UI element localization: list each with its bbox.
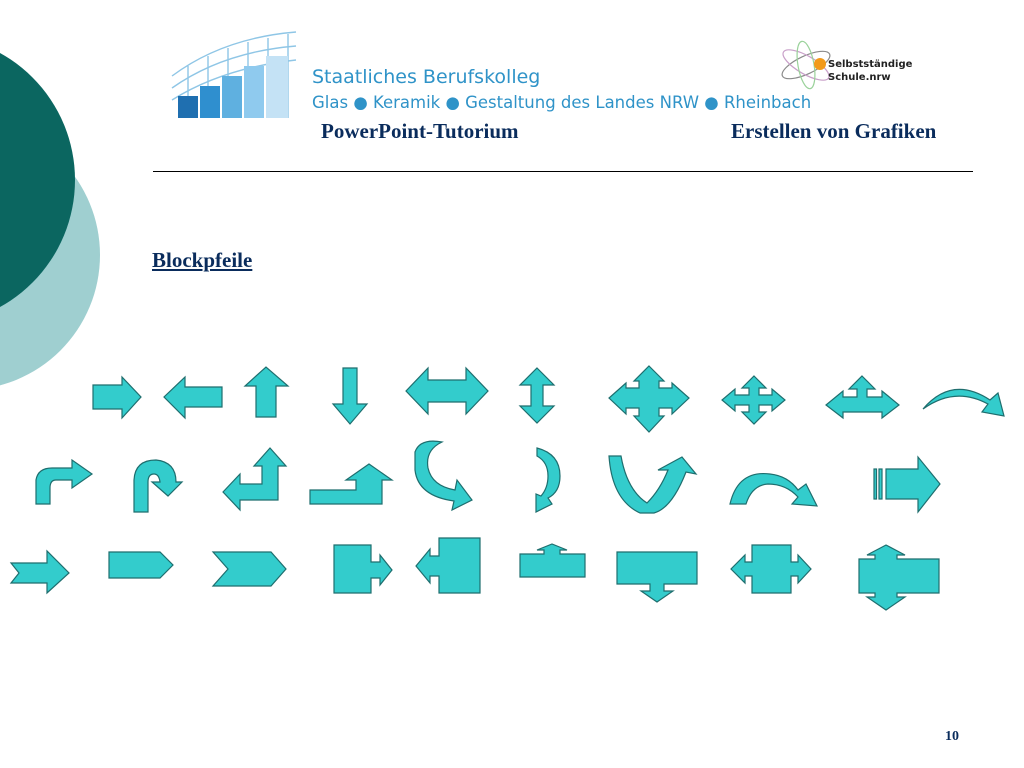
up-arrow-callout-shape[interactable] bbox=[519, 543, 586, 578]
block-arrows-gallery bbox=[9, 365, 1005, 611]
chevron-shape[interactable] bbox=[211, 551, 287, 587]
dark-circle bbox=[0, 53, 75, 307]
quad-arrow-shape[interactable] bbox=[608, 365, 690, 433]
up-arrow-shape[interactable] bbox=[243, 366, 290, 418]
page-number: 10 bbox=[945, 729, 959, 744]
curved-down-arrow-2-shape[interactable] bbox=[729, 472, 819, 507]
notched-right-arrow-shape[interactable] bbox=[9, 549, 70, 595]
bent-arrow-shape[interactable] bbox=[35, 458, 94, 505]
left-arrow-shape[interactable] bbox=[163, 375, 223, 420]
left-right-arrow-callout-shape[interactable] bbox=[730, 544, 812, 594]
school-name: Staatliches Berufskolleg bbox=[312, 66, 541, 88]
selb-logo-line2: Schule.nrw bbox=[828, 72, 891, 83]
topic-title: Erstellen von Grafiken bbox=[731, 119, 937, 143]
bent-up-arrow-shape[interactable] bbox=[309, 463, 394, 505]
left-arrow-callout-shape[interactable] bbox=[415, 537, 481, 594]
pentagon-shape[interactable] bbox=[108, 551, 174, 579]
down-arrow-callout-shape[interactable] bbox=[616, 551, 698, 603]
left-right-up-arrow-shape[interactable] bbox=[825, 375, 900, 420]
school-subtitle: Glas ● Keramik ● Gestaltung des Landes N… bbox=[312, 93, 812, 112]
left-right-arrow-shape[interactable] bbox=[405, 366, 489, 416]
curved-left-arrow-shape[interactable] bbox=[535, 447, 561, 513]
quad-arrow-small-shape[interactable] bbox=[721, 375, 786, 425]
atom-orbit-logo-icon bbox=[781, 40, 831, 90]
curved-right-arrow-shape[interactable] bbox=[414, 440, 473, 512]
school-logo-icon bbox=[171, 31, 297, 118]
curved-up-arrow-shape[interactable] bbox=[608, 455, 698, 514]
left-up-arrow-shape[interactable] bbox=[222, 447, 288, 512]
header-divider bbox=[153, 171, 973, 172]
selb-logo-line1: Selbstständige bbox=[828, 59, 913, 70]
decorative-circles bbox=[0, 53, 100, 386]
right-arrow-shape[interactable] bbox=[92, 375, 142, 420]
up-down-arrow-shape[interactable] bbox=[518, 367, 556, 424]
striped-right-arrow-shape[interactable] bbox=[873, 455, 941, 514]
tutorial-title: PowerPoint-Tutorium bbox=[321, 119, 519, 143]
quad-arrow-callout-shape[interactable] bbox=[858, 544, 940, 611]
curved-down-arrow-shape[interactable] bbox=[922, 388, 1005, 417]
section-title: Blockpfeile bbox=[152, 248, 253, 272]
down-arrow-shape[interactable] bbox=[331, 367, 369, 425]
right-arrow-callout-shape[interactable] bbox=[333, 544, 393, 594]
u-turn-arrow-shape[interactable] bbox=[133, 459, 184, 513]
